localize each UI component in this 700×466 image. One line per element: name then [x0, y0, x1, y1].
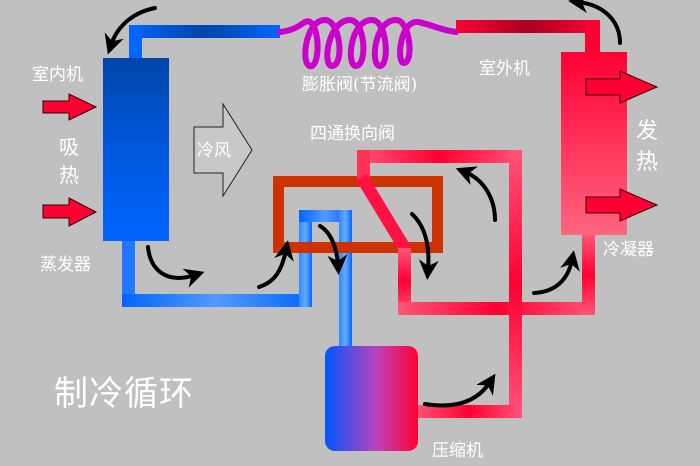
flow-arrows [104, 0, 622, 408]
heat-out-arrow-top [585, 70, 659, 104]
compressor-label: 压缩机 [432, 441, 483, 461]
heat-in-arrow-bottom [42, 197, 98, 227]
diagram-title: 制冷循环 [54, 374, 194, 414]
compressor-body [325, 346, 418, 451]
flow-arrow-compressor-out [423, 373, 496, 408]
cold-air-label: 冷风 [197, 141, 231, 161]
flow-arrow-evaporator-out [146, 245, 205, 288]
liquid-line-pipe [129, 25, 280, 59]
cold-air-arrow [193, 102, 253, 198]
flow-arrow-valve-suction [318, 224, 348, 275]
flow-arrow-condenser-up [455, 166, 497, 222]
evaporator-coil [103, 58, 169, 241]
absorb-heat-label-2: 热 [59, 163, 79, 187]
condenser-label: 冷凝器 [603, 240, 654, 260]
heat-in-arrow-top [42, 93, 98, 121]
four-way-valve-body [273, 176, 443, 253]
outdoor-unit-label: 室外机 [479, 59, 530, 79]
flow-arrow-top-left [104, 6, 157, 55]
flow-arrow-condenser-in [532, 250, 580, 295]
expansion-valve-coil [277, 17, 459, 69]
evaporator-label: 蒸发器 [40, 255, 91, 275]
release-heat-label-1: 发 [636, 119, 659, 144]
hot-gas-top-pipe [456, 20, 600, 53]
four-way-valve-label: 四通换向阀 [310, 124, 395, 144]
absorb-heat-label-1: 吸 [59, 135, 79, 159]
indoor-unit-label: 室内机 [32, 65, 83, 85]
flow-arrow-top-right [568, 0, 622, 45]
expansion-valve-label: 膨胀阀(节流阀) [302, 75, 418, 95]
flow-arrow-valve-discharge [410, 212, 439, 280]
flow-arrow-into-valve [257, 240, 294, 289]
heat-out-arrow-bottom [585, 188, 659, 222]
release-heat-label-2: 热 [636, 150, 659, 175]
discharge-line-pipe [356, 150, 595, 418]
